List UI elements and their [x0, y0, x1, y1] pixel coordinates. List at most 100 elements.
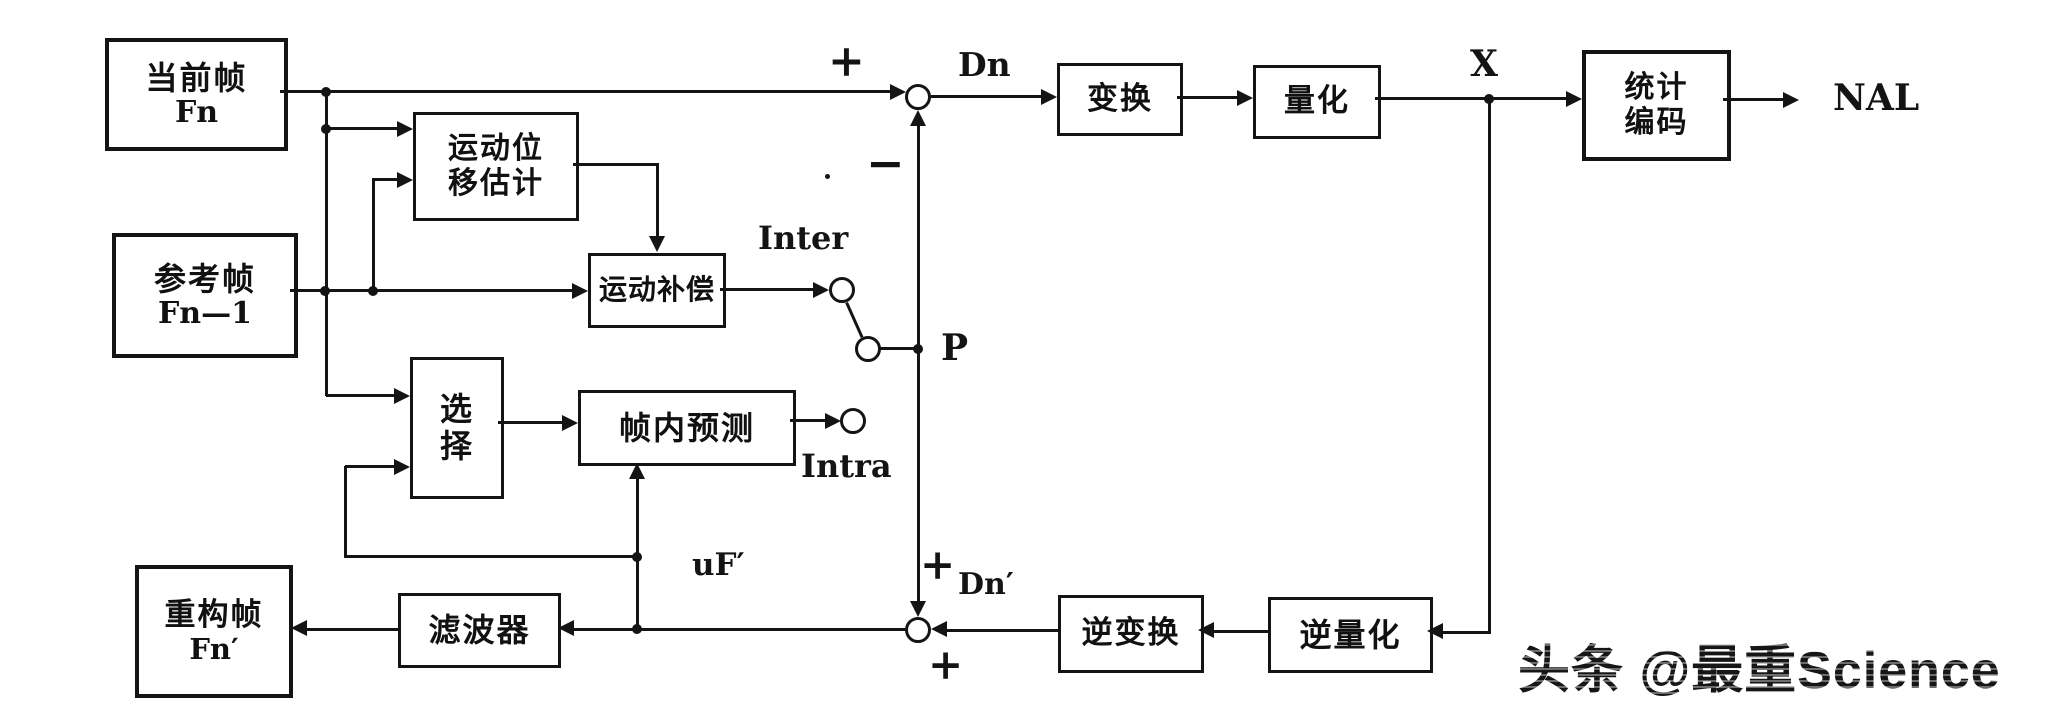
reconstructed-frame-label: 重构帧 [164, 597, 264, 634]
selection-output-line [498, 421, 566, 424]
current-frame-box: 当前帧 Fn [105, 38, 288, 151]
junction-dot [632, 624, 642, 634]
inverse-quantization-label: 逆量化 [1299, 615, 1402, 654]
inter-terminal-circle [829, 277, 855, 303]
plus-sign-subtractor: + [828, 36, 865, 87]
arrowhead-into-mc [572, 283, 588, 299]
arrowhead-down-into-adder [910, 601, 926, 617]
junction-dot [632, 552, 642, 562]
branch-to-me-line [326, 127, 400, 130]
motion-compensation-box: 运动补偿 [588, 253, 726, 328]
pole-to-main-line [879, 347, 919, 350]
uf-prime-to-selection-line [345, 465, 397, 468]
junction-dot [1484, 94, 1494, 104]
inverse-transform-box: 逆变换 [1058, 595, 1204, 673]
quantization-label: 量化 [1284, 83, 1350, 120]
arrowhead-into-quantization [1237, 90, 1253, 106]
adder-circle [905, 617, 931, 643]
reference-frame-line [290, 289, 575, 292]
inverse-transform-label: 逆变换 [1081, 615, 1181, 652]
filter-label: 滤波器 [428, 611, 531, 650]
uf-prime-riser-line [344, 466, 347, 558]
mc-output-line [720, 288, 816, 291]
entropy-coding-label: 统计 编码 [1624, 70, 1689, 140]
arrowhead-into-filter [558, 620, 574, 636]
arrowhead-into-inverse-transform [1198, 622, 1214, 638]
x-feedback-horizontal-line [1440, 631, 1491, 634]
transform-box: 变换 [1057, 63, 1183, 136]
nal-label: NAL [1833, 77, 1920, 119]
reconstructed-frame-symbol: Fn′ [189, 632, 239, 667]
dn-prime-line [945, 629, 1058, 632]
switch-pole-circle [855, 336, 881, 362]
transform-label: 变换 [1087, 80, 1153, 117]
selection-label: 选 择 [439, 390, 474, 465]
arrowhead-into-inter-terminal [813, 282, 829, 298]
arrowhead-into-selection-bottom [394, 459, 410, 475]
plus-sign-adder-bottom: + [928, 640, 964, 689]
arrowhead-up-into-subtractor [910, 110, 926, 126]
current-frame-symbol: Fn [174, 95, 219, 131]
x-feedback-vertical-line [1488, 97, 1491, 634]
arrowhead-into-selection-top [394, 388, 410, 404]
junction-dot [368, 286, 378, 296]
scan-speck-dot [825, 174, 830, 179]
junction-dot [913, 344, 923, 354]
reference-frame-box: 参考帧 Fn—1 [112, 233, 298, 358]
arrowhead-into-intra-prediction [629, 463, 645, 479]
motion-estimation-box: 运动位 移估计 [413, 112, 579, 221]
plus-sign-adder-top: + [920, 540, 956, 589]
entropy-output-line [1723, 98, 1785, 101]
subtractor-circle [905, 84, 931, 110]
dn-prime-label: Dn′ [958, 567, 1014, 602]
reference-to-me-line [372, 178, 400, 181]
junction-dot [320, 286, 330, 296]
uf-prime-label: uF′ [692, 547, 745, 583]
me-output-line-h [573, 163, 659, 166]
arrowhead-into-adder [931, 621, 947, 637]
reference-to-me-riser [372, 179, 375, 291]
inverse-quantization-box: 逆量化 [1268, 597, 1433, 673]
arrowhead-into-inverse-quant [1427, 623, 1443, 639]
current-frame-main-line [280, 90, 892, 93]
intra-prediction-label: 帧内预测 [618, 408, 755, 447]
arrowhead-into-subtractor [890, 84, 906, 100]
toutiao-watermark: 头条 @最重Science [1518, 628, 2001, 703]
motion-estimation-label: 运动位 移估计 [448, 131, 544, 201]
intra-prediction-box: 帧内预测 [578, 390, 796, 466]
uf-prime-horizontal-line [344, 555, 638, 558]
adder-output-line [572, 628, 905, 631]
current-frame-label: 当前帧 [145, 59, 248, 98]
prediction-vertical-line [917, 124, 920, 606]
p-label: P [941, 327, 969, 369]
arrowhead-into-transform [1041, 89, 1057, 105]
junction-dot [321, 87, 331, 97]
intra-output-line [790, 419, 828, 422]
branch-to-selection-line [326, 394, 396, 397]
dn-line [931, 95, 1043, 98]
transform-to-quant-line [1177, 96, 1239, 99]
arrowhead-into-me [397, 121, 413, 137]
inter-label: Inter [758, 219, 849, 257]
iquant-to-itransform-line [1212, 630, 1268, 633]
filter-box: 滤波器 [398, 593, 561, 668]
arrowhead-into-me-lower [397, 172, 413, 188]
quantization-box: 量化 [1253, 65, 1381, 139]
intra-label: Intra [801, 447, 892, 485]
intra-terminal-circle [840, 408, 866, 434]
dn-label: Dn [958, 45, 1011, 84]
me-output-line-v [656, 163, 659, 237]
arrowhead-into-reconstructed [291, 620, 307, 636]
junction-dot [321, 124, 331, 134]
selection-box: 选 择 [410, 357, 504, 499]
switch-arm-line [845, 302, 864, 338]
arrowhead-to-nal [1783, 92, 1799, 108]
arrowhead-into-intra-box [562, 415, 578, 431]
entropy-coding-box: 统计 编码 [1582, 50, 1731, 161]
filter-output-line [305, 628, 398, 631]
quant-to-entropy-line [1375, 97, 1568, 100]
arrowhead-into-intra-terminal [825, 413, 841, 429]
arrowhead-into-mc-top [649, 236, 665, 252]
minus-sign-subtractor: − [866, 136, 905, 190]
